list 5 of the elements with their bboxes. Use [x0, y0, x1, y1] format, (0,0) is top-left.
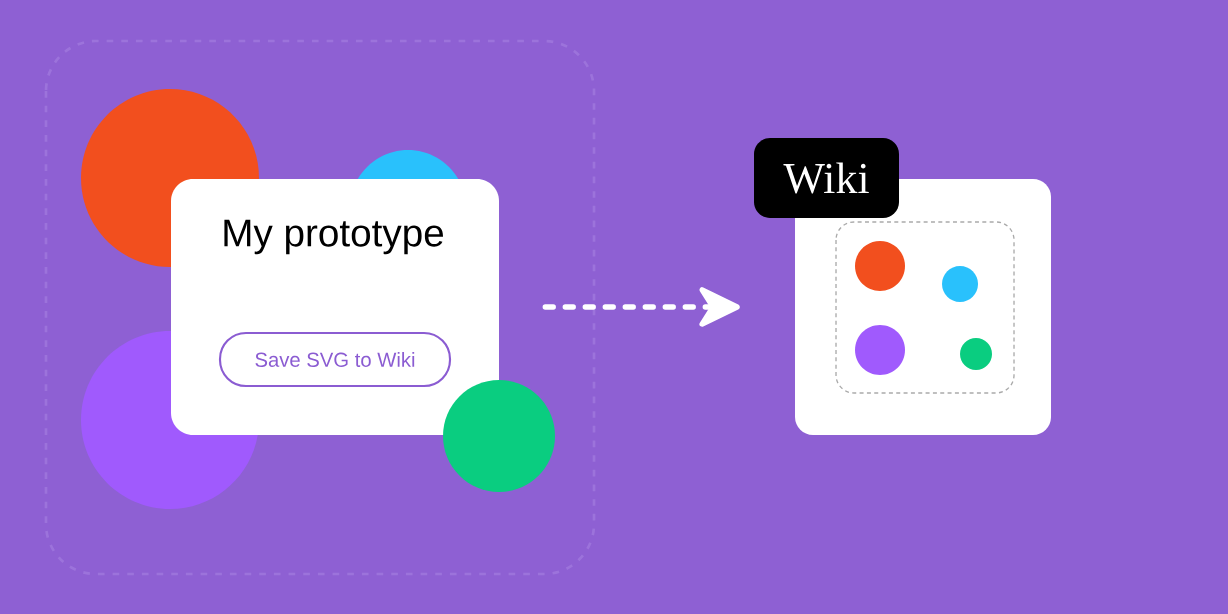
arrow — [542, 287, 740, 327]
card-title: My prototype — [224, 219, 443, 255]
badge: Wiki — [754, 138, 899, 218]
button: Save SVG to Wiki — [218, 331, 452, 388]
circle — [443, 380, 555, 492]
